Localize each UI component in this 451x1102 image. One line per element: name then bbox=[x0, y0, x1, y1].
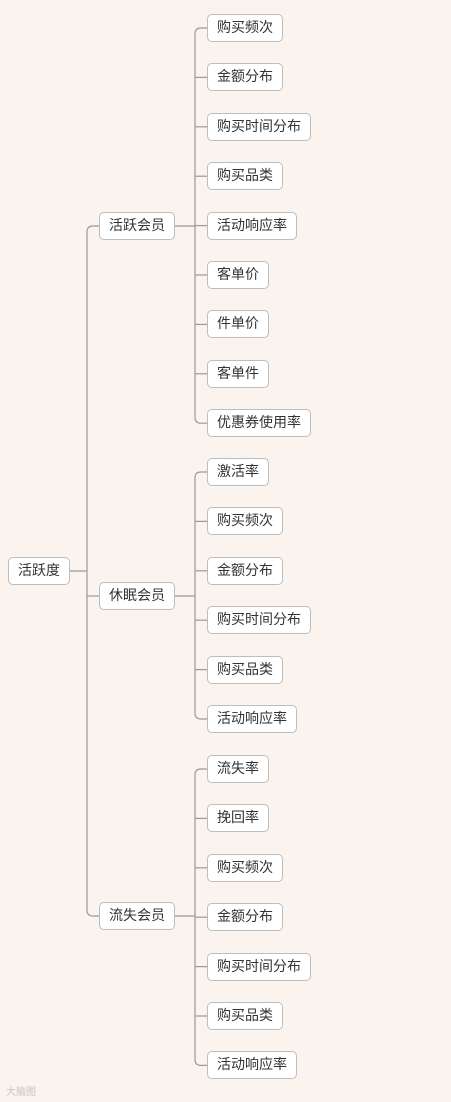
leaf-node[interactable]: 客单价 bbox=[207, 261, 269, 289]
leaf-node[interactable]: 购买品类 bbox=[207, 655, 283, 684]
leaf-node[interactable]: 金额分布 bbox=[207, 63, 283, 92]
watermark: 大脑图 bbox=[6, 1087, 36, 1098]
branch-spine bbox=[86, 225, 99, 917]
leaf-spine bbox=[194, 471, 207, 720]
branch-node[interactable]: 休眠会员 bbox=[99, 582, 175, 610]
leaf-node[interactable]: 购买时间分布 bbox=[207, 606, 311, 635]
leaf-node[interactable]: 活动响应率 bbox=[207, 705, 297, 733]
leaf-node[interactable]: 客单件 bbox=[207, 359, 269, 388]
leaf-node[interactable]: 优惠券使用率 bbox=[207, 409, 311, 438]
leaf-node[interactable]: 购买频次 bbox=[207, 853, 283, 882]
leaf-node[interactable]: 购买时间分布 bbox=[207, 952, 311, 981]
leaf-node[interactable]: 激活率 bbox=[207, 458, 269, 486]
leaf-node[interactable]: 活动响应率 bbox=[207, 1051, 297, 1080]
leaf-node[interactable]: 购买频次 bbox=[207, 14, 283, 42]
leaf-node[interactable]: 流失率 bbox=[207, 755, 269, 783]
branch-node[interactable]: 流失会员 bbox=[99, 902, 175, 930]
branch-node[interactable]: 活跃会员 bbox=[99, 212, 175, 240]
leaf-node[interactable]: 件单价 bbox=[207, 310, 269, 339]
leaf-node[interactable]: 活动响应率 bbox=[207, 211, 297, 240]
leaf-node[interactable]: 购买时间分布 bbox=[207, 112, 311, 141]
leaf-node[interactable]: 挽回率 bbox=[207, 804, 269, 833]
leaf-node[interactable]: 金额分布 bbox=[207, 903, 283, 932]
root-node[interactable]: 活跃度 bbox=[8, 557, 70, 585]
leaf-node[interactable]: 购买品类 bbox=[207, 1002, 283, 1030]
leaf-node[interactable]: 购买频次 bbox=[207, 507, 283, 536]
leaf-node[interactable]: 购买品类 bbox=[207, 162, 283, 191]
leaf-node[interactable]: 金额分布 bbox=[207, 556, 283, 585]
